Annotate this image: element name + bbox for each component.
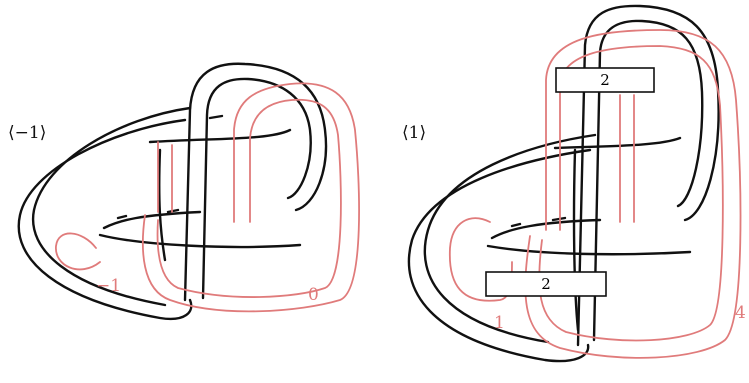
- right-knot-inner-loop: [423, 133, 597, 344]
- left-knot-lower-band: [98, 233, 302, 249]
- twist-box: 2: [555, 67, 655, 93]
- left-crossing-dash: [166, 208, 180, 214]
- right-framing-label: 4: [735, 303, 746, 323]
- right-bracket-label: ⟨1⟩: [402, 123, 426, 143]
- left-knot-outer-loop: [17, 118, 193, 321]
- right-knot-lower-band-2: [490, 218, 602, 240]
- right-knot-top-arch-inner: [592, 19, 704, 342]
- left-knot-inner-loop: [31, 106, 192, 307]
- right-knot-top-arch-outer: [576, 4, 720, 347]
- left-knot-top-arch-inner: [201, 77, 312, 300]
- left-knot-top-arch-outer: [183, 62, 328, 302]
- right-surgery-band-inner: [538, 45, 724, 342]
- left-crossing-dash: [116, 214, 128, 220]
- left-framing-label: 0: [308, 285, 319, 305]
- right-crossing-dash: [551, 216, 567, 222]
- left-knot-horizontal-band: [148, 128, 292, 144]
- right-framing-label: 1: [494, 313, 505, 333]
- twist-box-label: 2: [600, 71, 610, 89]
- right-surgery-band-outer: [524, 29, 742, 359]
- left-knot-vertical-strand: [158, 148, 167, 262]
- right-knot-lower-band: [486, 244, 692, 256]
- left-diagram: ⟨−1⟩ −1 0: [8, 62, 360, 321]
- right-knot-outer-loop: [407, 148, 592, 363]
- right-knot-horizontal-band: [553, 136, 682, 150]
- left-surgery-circle: [55, 232, 101, 271]
- right-crossing-dash: [510, 222, 522, 228]
- left-framing-label: −1: [96, 276, 121, 296]
- left-bracket-label: ⟨−1⟩: [8, 123, 46, 143]
- left-surgery-band-inner: [156, 98, 342, 298]
- left-crossing-dash: [208, 114, 224, 120]
- twist-box: 2: [485, 271, 607, 297]
- left-knot-lower-band-2: [102, 210, 202, 230]
- left-surgery-band-outer: [141, 82, 360, 313]
- twist-box-label: 2: [541, 275, 551, 293]
- right-knot-vertical-strand: [572, 148, 580, 332]
- right-diagram: 2 2 ⟨1⟩ 1 4: [402, 4, 746, 363]
